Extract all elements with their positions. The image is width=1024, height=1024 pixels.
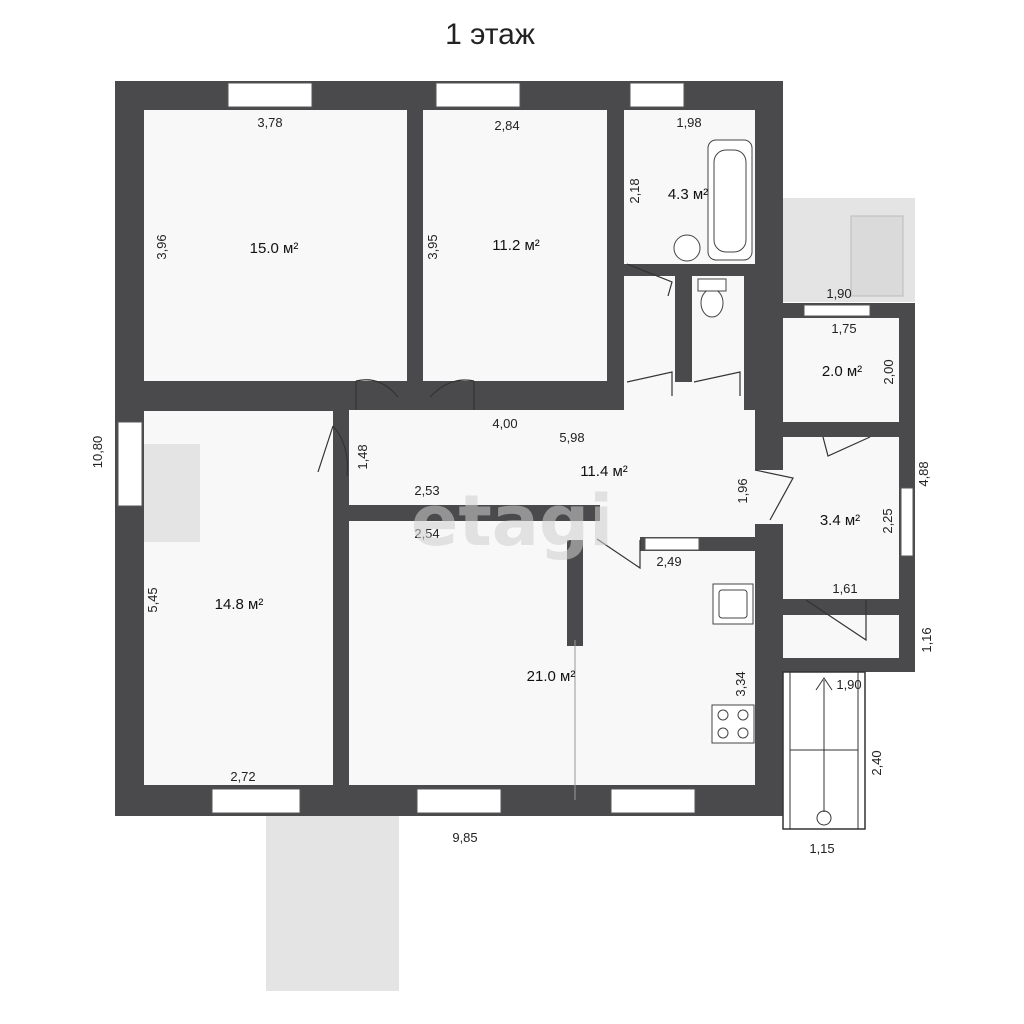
dim-label: 4,88 [916,461,931,486]
door-swing [754,469,794,521]
area-label-21: 21.0 м² [527,668,576,685]
window [629,82,685,108]
dim-label: 1,15 [809,841,834,856]
dim-label: 1,98 [676,115,701,130]
dim-label: 1,48 [355,444,370,469]
annex-east-box [850,215,904,297]
room-2 [783,318,899,422]
room-3 [783,437,899,599]
dim-label: 9,85 [452,830,477,845]
burner [717,727,729,739]
dim-label: 3,95 [425,234,440,259]
dim-label: 2,49 [656,554,681,569]
burner [717,709,729,721]
stair-start [816,810,832,826]
door-swing [626,371,673,396]
room-15 [144,110,407,381]
main-corner-se [755,785,783,816]
dim-label: 3,96 [154,234,169,259]
corridor [349,410,755,505]
door-swing [805,599,867,642]
door-swing [693,371,741,396]
porch-south [266,815,399,991]
door-swing [317,425,349,477]
corridor-door-gap [755,470,783,524]
dim-label: 2,53 [414,483,439,498]
dim-label: 3,78 [257,115,282,130]
kitchen [349,521,755,785]
room-11 [423,110,607,381]
dim-label: 5,98 [559,430,584,445]
dim-label: 10,80 [90,436,105,469]
window [900,487,914,557]
dim-label: 1,75 [831,321,856,336]
door-swing [355,379,399,410]
door-swing [429,379,475,410]
dim-label: 1,61 [832,581,857,596]
window [227,82,313,108]
dim-label: 1,16 [919,627,934,652]
door-swing [626,263,673,297]
vestibule [783,615,899,658]
dim-label: 1,90 [826,286,851,301]
dim-label: 1,90 [836,677,861,692]
dim-label: 2,54 [414,526,439,541]
dim-label: 2,00 [881,359,896,384]
area-label-15: 15.0 м² [250,240,299,257]
area-label-2: 2.0 м² [822,363,862,380]
dim-label: 2,25 [880,508,895,533]
stove-west [144,444,200,542]
toilet-icon [700,288,724,318]
window [803,304,871,317]
wc-left [624,276,675,382]
dim-label: 2,72 [230,769,255,784]
window [644,537,700,551]
burner [737,709,749,721]
dim-label: 2,18 [627,178,642,203]
window [435,82,521,108]
corridor-link [600,505,755,539]
dim-label: 2,84 [494,118,519,133]
bathtub-inner [713,149,747,253]
door-swing [596,538,641,570]
stove-icon [711,704,755,744]
area-label-4: 4.3 м² [668,186,708,203]
corridor-kitchen-wall [349,505,599,521]
area-label-11: 11.2 м² [492,237,540,254]
toilet-tank [697,278,727,292]
burner [737,727,749,739]
window [416,788,502,814]
sink-icon [673,234,701,262]
window [117,421,143,507]
window [610,788,696,814]
kitchen-partition [567,540,583,646]
dim-label: 3,34 [733,671,748,696]
kitchen-sink-bowl [718,589,748,619]
watermark: etagi [411,480,613,562]
dim-label: 4,00 [492,416,517,431]
dim-label: 1,96 [735,478,750,503]
area-label-3: 3.4 м² [820,512,860,529]
dim-label: 2,40 [869,750,884,775]
floor-title: 1 этаж [445,18,535,51]
dim-label: 5,45 [145,587,160,612]
area-label-11-4: 11.4 м² [580,463,628,480]
east-wall-corner [755,81,783,135]
door-swing [822,436,871,457]
window [211,788,301,814]
area-label-14: 14.8 м² [215,596,264,613]
corridor-ext [624,382,744,412]
stair-arrow-head [815,677,833,691]
